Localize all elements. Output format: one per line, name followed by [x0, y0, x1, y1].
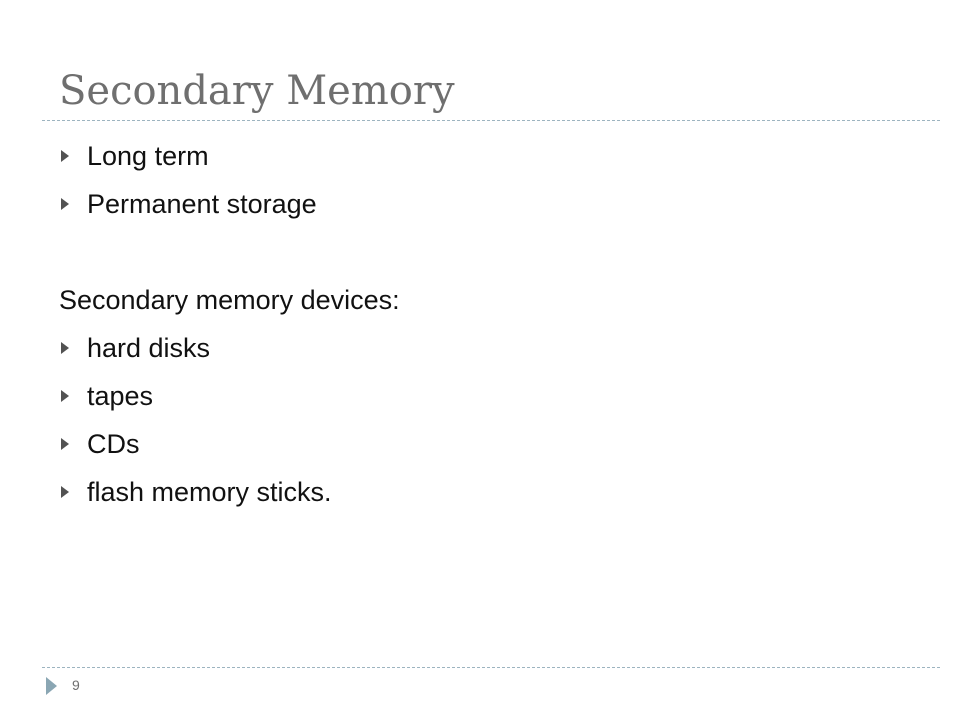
footer-triangle-icon [46, 677, 57, 695]
triangle-bullet-icon [59, 420, 87, 468]
triangle-bullet-icon [59, 132, 87, 180]
title-divider [42, 120, 940, 121]
bullet-item: Permanent storage [59, 180, 919, 228]
bullet-item: Long term [59, 132, 919, 180]
bullet-label: tapes [87, 381, 154, 411]
slide-body: Long term Permanent storage Secondary me… [59, 132, 919, 516]
blank-line [59, 228, 919, 276]
bullet-label: flash memory sticks. [87, 477, 332, 507]
triangle-bullet-icon [59, 324, 87, 372]
bullet-item: tapes [59, 372, 919, 420]
bullet-label: CDs [87, 429, 140, 459]
footer-divider [42, 667, 940, 668]
bullet-item: CDs [59, 420, 919, 468]
subheading: Secondary memory devices: [59, 285, 400, 315]
bullet-item: flash memory sticks. [59, 468, 919, 516]
triangle-bullet-icon [59, 468, 87, 516]
bullet-label: Long term [87, 141, 209, 171]
bullet-label: Permanent storage [87, 189, 317, 219]
triangle-bullet-icon [59, 180, 87, 228]
subheading-row: Secondary memory devices: [59, 276, 919, 324]
triangle-bullet-icon [59, 372, 87, 420]
page-number: 9 [72, 677, 80, 693]
bullet-item: hard disks [59, 324, 919, 372]
bullet-label: hard disks [87, 333, 211, 363]
slide-title: Secondary Memory [59, 68, 455, 114]
